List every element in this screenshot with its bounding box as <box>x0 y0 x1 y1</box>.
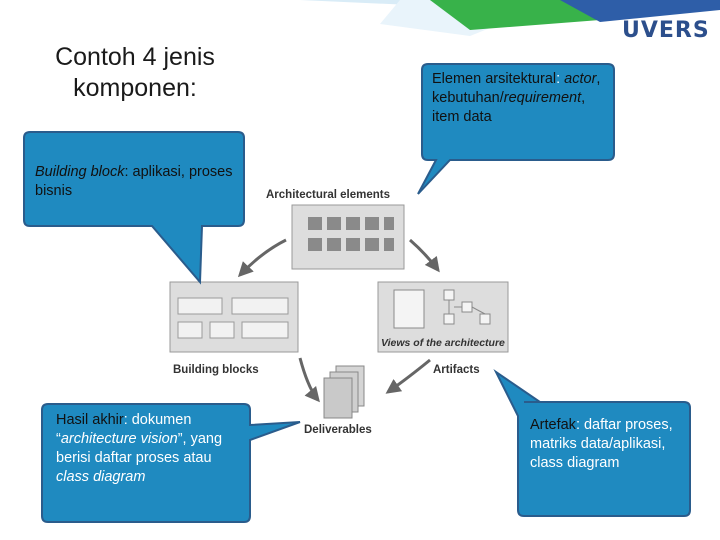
arrow-from-artifacts <box>385 358 431 394</box>
arrow-to-views <box>409 238 440 273</box>
label-deliverables: Deliverables <box>304 424 372 436</box>
callout-artefak-text: Artefak: daftar proses, matriks data/apl… <box>530 417 673 471</box>
architectural-elements-box <box>291 204 405 270</box>
callout-building-term: Building block <box>35 164 125 180</box>
callout-hasil-term: Hasil akhir <box>56 412 124 428</box>
callout-elemen-shape <box>417 63 615 195</box>
callout-elemen-text: Elemen arsitektural: actor, kebutuhan/re… <box>432 71 601 125</box>
callout-hasil-shape <box>41 403 301 523</box>
arrow-to-building-blocks <box>237 238 287 278</box>
callout-artefak-term: Artefak <box>530 417 576 433</box>
views-document <box>393 289 425 329</box>
views-tree <box>443 289 491 325</box>
label-building-blocks: Building blocks <box>173 364 259 376</box>
callout-artefak-shape <box>493 369 691 517</box>
flow-arrows <box>237 238 440 403</box>
label-artifacts: Artifacts <box>433 364 480 376</box>
page-title: Contoh 4 jenis komponen: <box>55 43 215 102</box>
header-decoration <box>300 0 720 36</box>
building-blocks-box <box>169 281 299 353</box>
arrow-to-deliverables <box>298 357 320 403</box>
label-views: Views of the architecture <box>381 337 505 349</box>
header-blue-band <box>560 0 720 22</box>
callout-building-text: Building block: aplikasi, proses bisnis <box>35 164 233 199</box>
architectural-elements-grid <box>308 217 394 251</box>
uvers-logo: UVERS <box>622 18 710 43</box>
callout-building-shape <box>23 131 245 285</box>
deliverables-icon <box>323 365 365 419</box>
building-blocks-tiles <box>177 297 289 339</box>
callout-elemen-term: Elemen arsitektural <box>432 71 557 87</box>
callout-hasil-text: Hasil akhir: dokumen “architecture visio… <box>56 412 223 485</box>
label-architectural-elements: Architectural elements <box>266 189 390 201</box>
